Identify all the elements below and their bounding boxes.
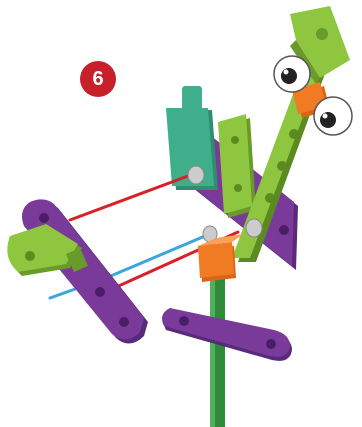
pin-heads: [187, 165, 263, 243]
green-stand-rod: [210, 270, 225, 427]
teal-connector: [166, 86, 218, 190]
purple-plate-front: [7, 199, 148, 344]
eye-right: [313, 96, 353, 136]
step-number-badge: 6: [80, 61, 116, 97]
green-hinge-piece: [218, 114, 256, 218]
orange-cube: [198, 234, 244, 282]
eye-left: [273, 55, 311, 93]
purple-base-plate: [162, 308, 292, 361]
